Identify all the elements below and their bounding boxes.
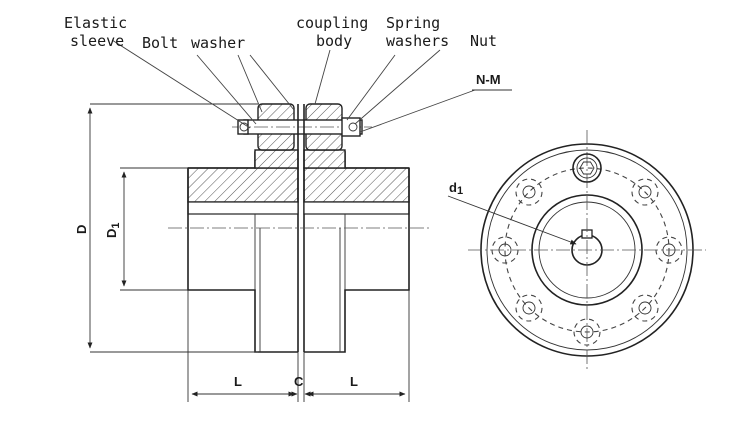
label-elastic-sleeve-line2: sleeve xyxy=(70,32,124,50)
side-view xyxy=(87,39,512,402)
label-spring-washers-line1: Spring xyxy=(386,14,440,32)
dim-L-left: L xyxy=(234,374,242,389)
dim-D1: D1 xyxy=(104,222,122,238)
dim-D1-subscript: 1 xyxy=(110,222,122,228)
label-nut: Nut xyxy=(470,32,497,50)
dim-d1-subscript: 1 xyxy=(457,185,463,197)
top-bolt-head xyxy=(572,153,602,183)
label-elastic-sleeve-line1: Elastic xyxy=(64,14,127,32)
label-coupling-body-line1: coupling xyxy=(296,14,368,32)
left-flange xyxy=(187,167,299,203)
label-spring-washers-line2: washers xyxy=(386,32,449,50)
washer-shape xyxy=(237,119,249,135)
label-bolt: Bolt xyxy=(142,34,178,52)
label-nm: N-M xyxy=(476,72,501,87)
nut-shape xyxy=(341,117,361,137)
dim-D: D xyxy=(74,225,89,234)
right-flange xyxy=(303,167,410,203)
label-washer: washer xyxy=(191,34,245,52)
dim-L-right: L xyxy=(350,374,358,389)
dim-d1: d1 xyxy=(449,180,463,197)
front-view xyxy=(447,130,706,370)
bolt-holes xyxy=(491,178,683,346)
label-coupling-body-line2: body xyxy=(316,32,352,50)
dim-C: C xyxy=(294,374,304,389)
